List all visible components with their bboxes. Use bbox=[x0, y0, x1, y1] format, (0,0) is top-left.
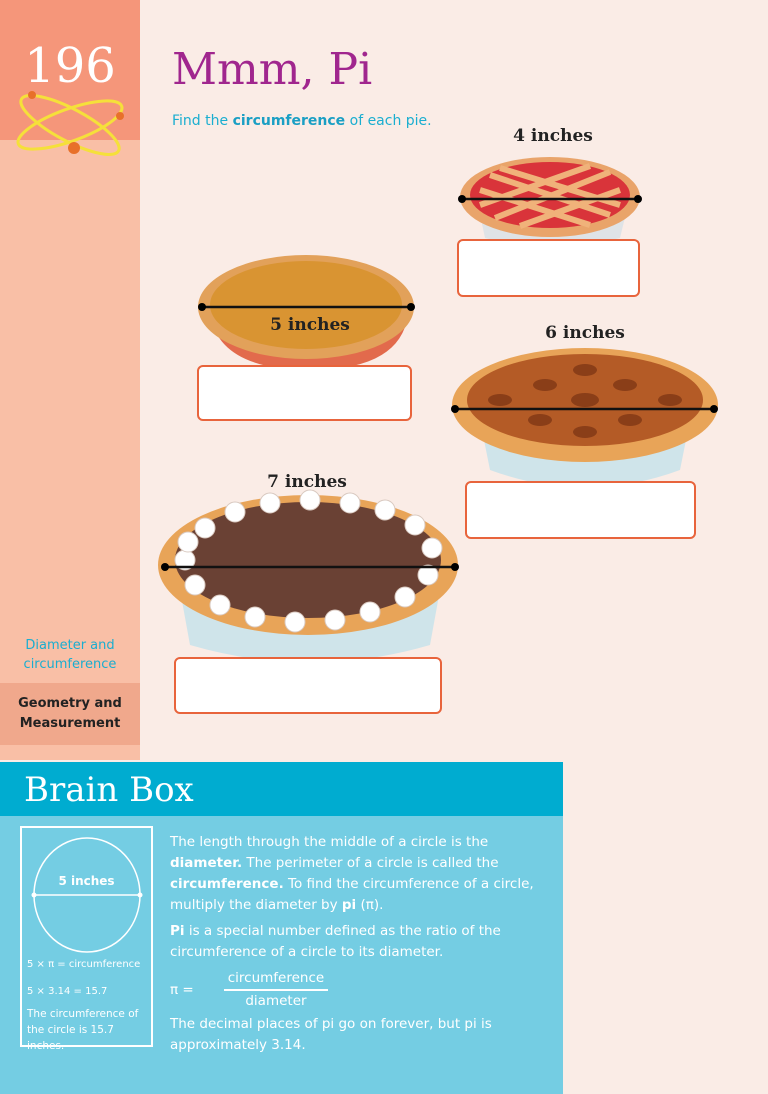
formula-denominator: diameter bbox=[245, 993, 307, 1009]
equation-2: 5 × 3.14 = 15.7 bbox=[27, 986, 108, 997]
page-number: 196 bbox=[24, 38, 116, 94]
pie-label-6: 6 inches bbox=[545, 323, 625, 343]
circle-diagram bbox=[31, 837, 143, 953]
pie-label-5: 5 inches bbox=[270, 315, 350, 335]
circle-example-figure: 5 inches 5 × π = circumference 5 × 3.14 … bbox=[20, 826, 153, 1052]
cherry-pie bbox=[458, 157, 642, 247]
pumpkin-pie bbox=[198, 255, 415, 370]
pecan-pie bbox=[451, 348, 718, 488]
chocolate-pie bbox=[158, 489, 459, 663]
circle-diameter-label: 5 inches bbox=[58, 874, 115, 888]
brain-box-title: Brain Box bbox=[24, 770, 194, 810]
formula-lhs: π = bbox=[170, 981, 194, 998]
pi-paragraph: Pi is a special number defined as the ra… bbox=[170, 923, 501, 960]
pie-label-7: 7 inches bbox=[267, 472, 347, 492]
approximation-paragraph: The decimal places of pi go on forever, … bbox=[170, 1016, 492, 1053]
page-title: Mmm, Pi bbox=[172, 44, 373, 95]
pie-illustrations bbox=[158, 157, 718, 663]
answer-box-6-inch[interactable] bbox=[465, 481, 696, 539]
brain-box bbox=[0, 816, 563, 1094]
answer-box-4-inch[interactable] bbox=[457, 239, 640, 297]
pie-label-4: 4 inches bbox=[513, 126, 593, 146]
example-result: The circumference of the circle is 15.7 … bbox=[27, 1008, 139, 1052]
formula-numerator: circumference bbox=[223, 968, 329, 991]
atom-icon bbox=[16, 91, 124, 156]
answer-box-7-inch[interactable] bbox=[174, 657, 442, 714]
equation-1: 5 × π = circumference bbox=[27, 959, 141, 970]
topic-label: Diameter and circumference bbox=[23, 638, 117, 672]
definition-paragraph: The length through the middle of a circl… bbox=[170, 834, 534, 913]
instruction: Find the circumference of each pie. bbox=[172, 113, 432, 129]
section-label: Geometry and Measurement bbox=[0, 683, 140, 745]
pi-formula: π = circumference diameter bbox=[170, 968, 555, 1012]
brain-box-text: The length through the middle of a circl… bbox=[170, 832, 555, 1061]
brain-box-header bbox=[0, 762, 563, 816]
answer-box-5-inch[interactable] bbox=[197, 365, 412, 421]
